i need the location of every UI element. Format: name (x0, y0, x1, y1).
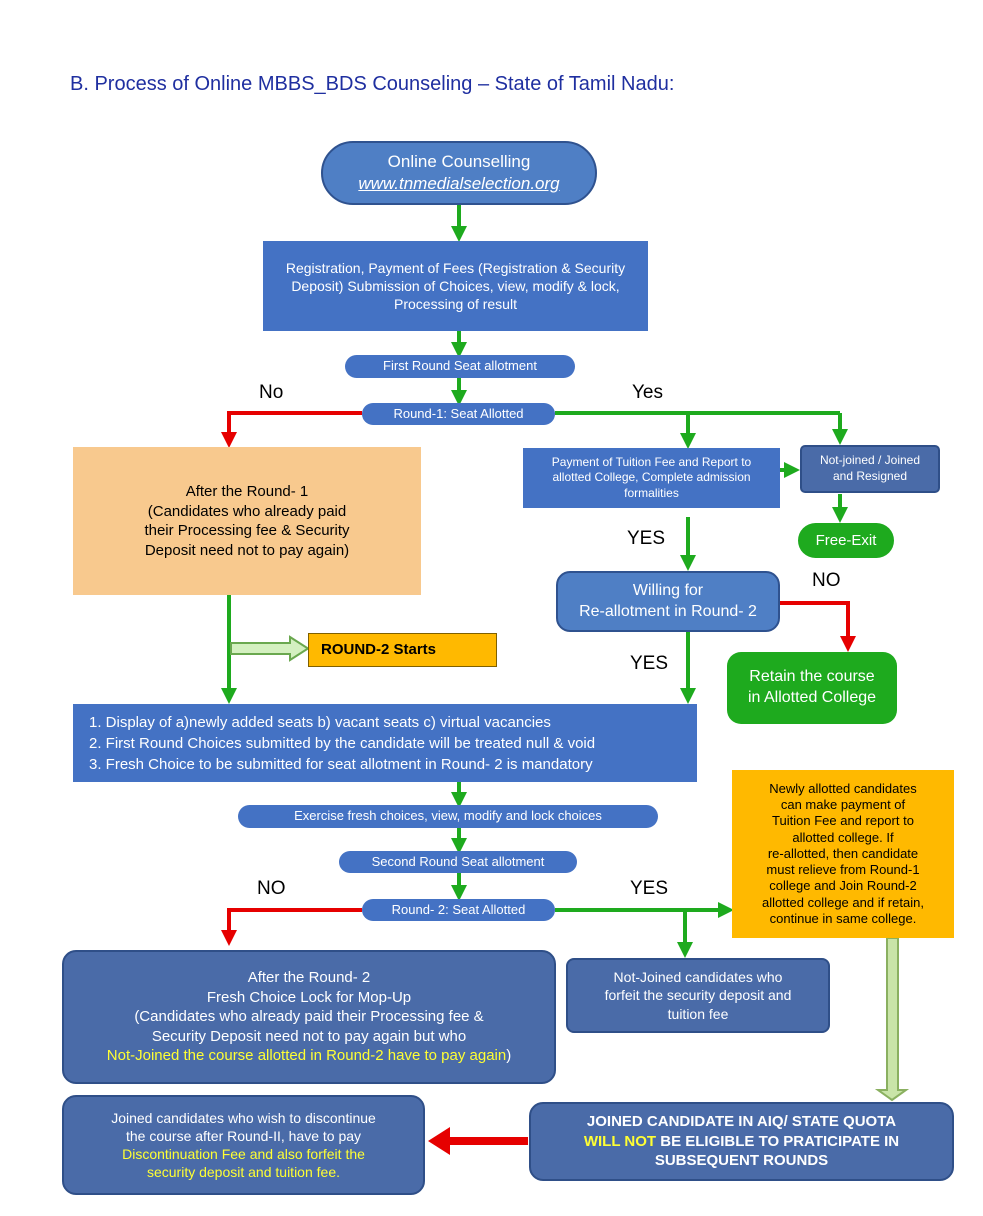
willing-line1: Willing for (632, 581, 704, 599)
registration-line1: Registration, Payment of Fees (Registrat… (285, 259, 626, 276)
round2-starts-node: ROUND-2 Starts (308, 633, 497, 667)
newly-line4: allotted college. If (792, 829, 894, 845)
after-round2-node: After the Round- 2 Fresh Choice Lock for… (62, 950, 556, 1084)
arrow-newly-joined (874, 937, 910, 1102)
not-joined-forfeit-node: Not-Joined candidates who forfeit the se… (566, 958, 830, 1033)
payment-report-line3: formalities (624, 485, 679, 500)
after-round2-line1: After the Round- 2 (247, 969, 371, 987)
registration-line3: Processing of result (394, 296, 517, 313)
joined-aiq-node: JOINED CANDIDATE IN AIQ/ STATE QUOTA WIL… (529, 1102, 954, 1181)
arrow-no-after1 (221, 411, 362, 448)
forfeit-line3: tuition fee (667, 1005, 729, 1022)
resigned-line2: and Resigned (832, 469, 908, 483)
not-joined-resigned-node: Not-joined / Joined and Resigned (800, 445, 940, 493)
arrow-no-retain (780, 601, 856, 652)
aiq-line2-rest: BE ELIGIBLE TO PRATICIPATE IN (656, 1132, 900, 1150)
after-round1-line2: (Candidates who already paid (147, 502, 347, 520)
discontinue-line1: Joined candidates who wish to discontinu… (111, 1109, 376, 1126)
second-round-label: Second Round Seat allotment (371, 853, 545, 869)
willing-reallotment-node: Willing for Re-allotment in Round- 2 (556, 571, 780, 632)
forfeit-line1: Not-Joined candidates who (613, 969, 783, 986)
after-round2-line3: (Candidates who already paid their Proce… (134, 1008, 484, 1026)
after-round1-node: After the Round- 1 (Candidates who alrea… (73, 447, 421, 595)
payment-report-line2: allotted College, Complete admission (552, 470, 751, 485)
display-item-3: 3. Fresh Choice to be submitted for seat… (89, 755, 593, 773)
arrow-no-after2 (221, 908, 362, 946)
after-round1-line4: Deposit need not to pay again) (144, 541, 350, 559)
after-round1-line3: their Processing fee & Security (144, 522, 350, 539)
online-counselling-node: Online Counselling www.tnmedialselection… (321, 141, 597, 205)
aiq-line1: JOINED CANDIDATE IN AIQ/ STATE QUOTA (586, 1113, 897, 1131)
after-round2-line5: Not-Joined the course allotted in Round-… (107, 1046, 511, 1066)
label-no-round1: No (259, 382, 284, 403)
exercise-choices-label: Exercise fresh choices, view, modify and… (294, 808, 602, 824)
display-list-node: 1. Display of a)newly added seats b) vac… (73, 704, 697, 782)
newly-line2: can make payment of (780, 797, 906, 813)
forfeit-line2: forfeit the security deposit and (604, 987, 792, 1004)
willing-line2: Re-allotment in Round- 2 (579, 602, 757, 620)
newly-line3: Tuition Fee and report to (772, 813, 914, 829)
after-round2-line4: Security Deposit need not to pay again b… (151, 1027, 467, 1045)
newly-allotted-node: Newly allotted candidates can make payme… (732, 770, 954, 938)
registration-node: Registration, Payment of Fees (Registrat… (263, 241, 648, 331)
resigned-line1: Not-joined / Joined (819, 453, 921, 468)
aiq-will-not: WILL NOT (583, 1132, 657, 1150)
label-no-round2: NO (257, 878, 286, 899)
retain-course-node: Retain the course in Allotted College (727, 652, 897, 724)
after-round2-line2: Fresh Choice Lock for Mop-Up (206, 988, 412, 1006)
display-item-2: 2. First Round Choices submitted by the … (89, 734, 596, 752)
arrow-round2-starts (230, 635, 310, 662)
first-round-node: First Round Seat allotment (345, 355, 575, 378)
label-yes-round1: Yes (632, 382, 663, 403)
website-link[interactable]: www.tnmedialselection.org (358, 174, 560, 193)
round2-allotted-node: Round- 2: Seat Allotted (362, 899, 555, 921)
after-round2-paren: ) (506, 1047, 512, 1065)
online-counselling-label: Online Counselling (387, 151, 531, 171)
newly-line8: allotted college and if retain, (762, 894, 924, 910)
after-round2-highlight: Not-Joined the course allotted in Round-… (106, 1047, 507, 1065)
newly-line9: continue in same college. (769, 910, 917, 926)
discontinue-line4: security deposit and tuition fee. (146, 1164, 340, 1181)
registration-line2: Deposit) Submission of Choices, view, mo… (291, 277, 620, 294)
newly-line7: college and Join Round-2 (769, 878, 917, 894)
discontinue-line2: the course after Round-II, have to pay (125, 1127, 362, 1144)
label-yes-willing: YES (630, 653, 669, 674)
free-exit-node: Free-Exit (798, 523, 894, 558)
first-round-label: First Round Seat allotment (383, 358, 537, 374)
exercise-choices-node: Exercise fresh choices, view, modify and… (238, 805, 658, 828)
label-yes-payment: YES (627, 528, 666, 549)
payment-report-line1: Payment of Tuition Fee and Report to (551, 454, 752, 469)
aiq-line3: SUBSEQUENT ROUNDS (654, 1152, 829, 1170)
round2-starts-label: ROUND-2 Starts (321, 641, 437, 659)
aiq-line2: WILL NOT BE ELIGIBLE TO PRATICIPATE IN (584, 1132, 899, 1152)
retain-line1: Retain the course (749, 668, 875, 686)
round1-allotted-label: Round-1: Seat Allotted (393, 405, 524, 421)
display-item-1: 1. Display of a)newly added seats b) vac… (89, 713, 551, 731)
newly-line5: re-allotted, then candidate (767, 845, 919, 861)
free-exit-label: Free-Exit (815, 531, 877, 549)
newly-line6: must relieve from Round-1 (766, 862, 920, 878)
payment-report-node: Payment of Tuition Fee and Report to all… (523, 448, 780, 508)
page-title: B. Process of Online MBBS_BDS Counseling… (70, 73, 675, 95)
newly-line1: Newly allotted candidates (769, 780, 917, 796)
arrow-joined-discontinue (428, 1127, 528, 1155)
round2-allotted-label: Round- 2: Seat Allotted (391, 901, 526, 917)
joined-discontinue-node: Joined candidates who wish to discontinu… (62, 1095, 425, 1195)
retain-line2: in Allotted College (747, 689, 877, 706)
after-round1-line1: After the Round- 1 (185, 483, 309, 500)
label-no-willing: NO (812, 570, 841, 591)
round1-allotted-node: Round-1: Seat Allotted (362, 403, 555, 425)
discontinue-line3: Discontinuation Fee and also forfeit the (122, 1146, 365, 1162)
second-round-node: Second Round Seat allotment (339, 851, 577, 873)
label-yes-round2: YES (630, 878, 669, 899)
